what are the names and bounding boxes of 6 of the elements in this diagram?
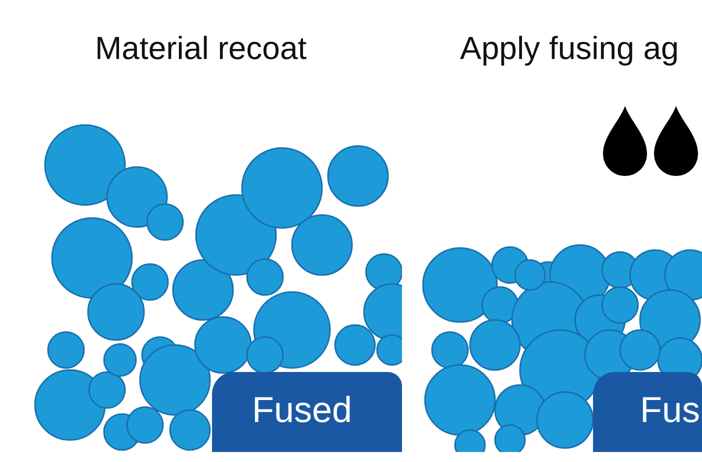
panel-title: Material recoat [95,32,307,64]
fused-region [593,372,702,452]
region-label: Fused [252,392,352,428]
region-label: Fus [640,392,700,428]
panel-title: Apply fusing ag [460,32,679,64]
fused-region [212,372,402,452]
